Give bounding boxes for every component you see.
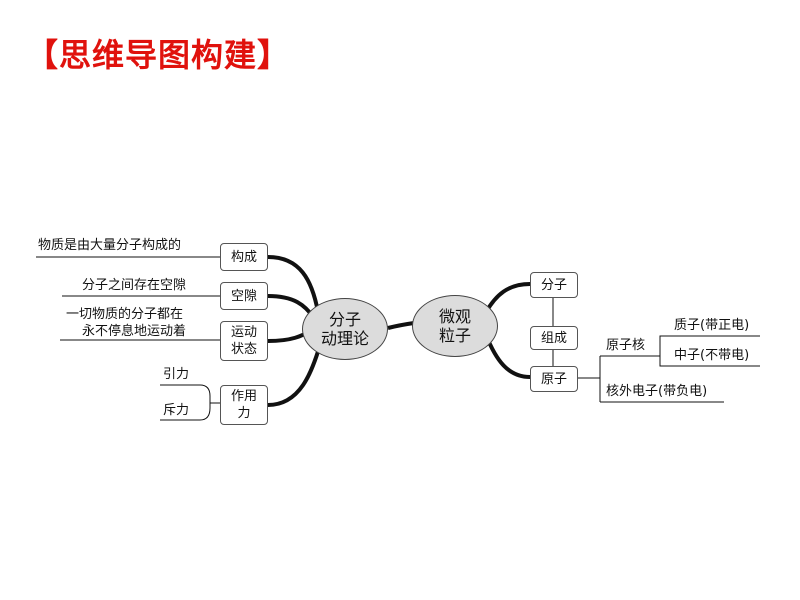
node-force-line1: 作用 (230, 389, 257, 404)
detail-nucleus: 原子核 (606, 338, 646, 353)
node-motion-state-line2: 状态 (230, 342, 257, 357)
page-title: 【思维导图构建】 (26, 36, 291, 74)
node-gap: 空隙 (220, 282, 268, 310)
detail-motion-1: 一切物质的分子都在 (66, 307, 184, 322)
center-right-line1: 微观 (438, 307, 471, 326)
center-left-line2: 动理论 (320, 329, 369, 348)
node-motion-state-line1: 运动 (230, 325, 257, 340)
detail-proton: 质子(带正电) (674, 318, 750, 333)
node-molecule: 分子 (530, 272, 578, 298)
force-bracket (160, 384, 211, 421)
center-node-molecular-kinetic-theory: 分子 动理论 (302, 298, 388, 360)
detail-gap: 分子之间存在空隙 (82, 278, 187, 293)
center-left-line1: 分子 (328, 310, 361, 329)
detail-structure: 物质是由大量分子构成的 (38, 238, 182, 253)
node-force-line2: 力 (237, 406, 251, 421)
node-atom: 原子 (530, 366, 578, 392)
center-node-micro-particles: 微观 粒子 (412, 295, 498, 357)
detail-motion-2: 永不停息地运动着 (82, 324, 187, 339)
node-structure: 构成 (220, 243, 268, 271)
node-force: 作用 力 (220, 385, 268, 425)
node-motion-state: 运动 状态 (220, 321, 268, 361)
detail-attraction: 引力 (163, 367, 190, 382)
detail-repulsion: 斥力 (163, 403, 190, 418)
detail-neutron: 中子(不带电) (674, 348, 750, 363)
node-compose: 组成 (530, 326, 578, 350)
detail-electron: 核外电子(带负电) (606, 384, 708, 399)
center-right-line2: 粒子 (438, 326, 471, 345)
